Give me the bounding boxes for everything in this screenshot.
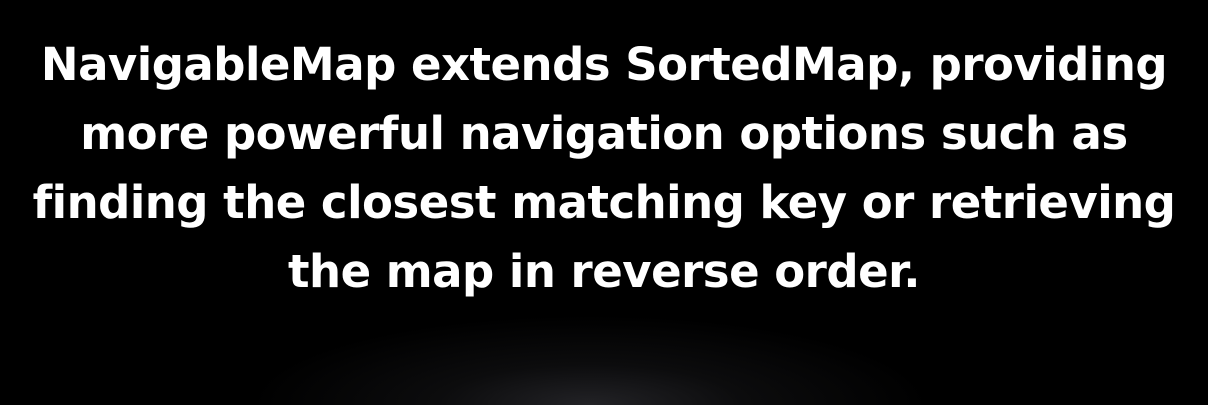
caption-text: NavigableMap extends SortedMap, providin… xyxy=(10,30,1198,306)
caption-line-2: more powerful navigation options such as xyxy=(80,107,1128,160)
caption-line-4: the map in reverse order. xyxy=(288,245,920,298)
caption-line-1: NavigableMap extends SortedMap, providin… xyxy=(40,38,1168,91)
caption-line-3: finding the closest matching key or retr… xyxy=(32,176,1176,229)
